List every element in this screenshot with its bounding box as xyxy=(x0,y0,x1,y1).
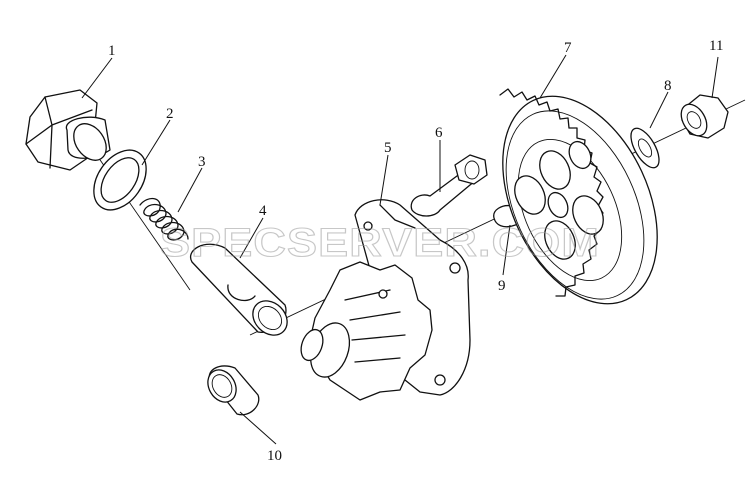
callout-11: 11 xyxy=(709,38,723,54)
callout-1: 1 xyxy=(108,43,116,59)
oil-pump-housing xyxy=(300,199,471,401)
flange-nut xyxy=(680,94,729,139)
callout-4: 4 xyxy=(259,203,267,219)
callout-2: 2 xyxy=(166,106,174,122)
bushing xyxy=(207,365,260,416)
hex-plug xyxy=(25,89,111,171)
relief-plunger xyxy=(189,243,288,336)
callout-6: 6 xyxy=(435,125,443,141)
callout-9: 9 xyxy=(498,278,506,294)
sealing-washer xyxy=(93,149,147,211)
leader-lines xyxy=(81,54,719,445)
mounting-bolt xyxy=(410,154,488,217)
callout-5: 5 xyxy=(384,140,392,156)
flat-washer xyxy=(630,127,660,169)
callout-10: 10 xyxy=(267,448,282,464)
callout-3: 3 xyxy=(198,154,206,170)
callout-8: 8 xyxy=(664,78,672,94)
watermark-text: SPECSERVER.COM xyxy=(160,221,600,265)
callout-7: 7 xyxy=(564,40,572,56)
relief-spring xyxy=(139,197,189,241)
drive-gear xyxy=(499,88,658,305)
